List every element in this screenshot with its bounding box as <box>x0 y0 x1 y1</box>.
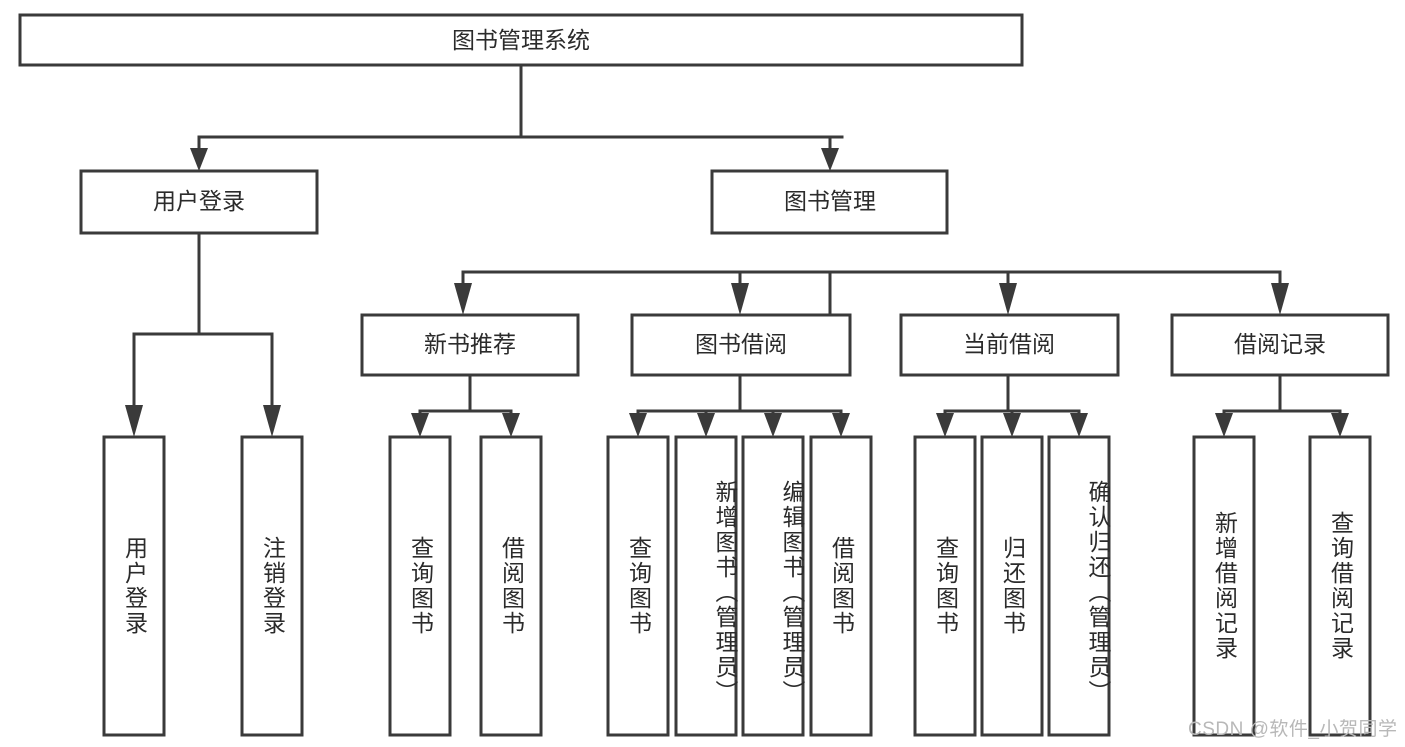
connector-group-user-login <box>125 231 281 437</box>
node-root[interactable]: 图书管理系统 <box>18 13 1024 67</box>
node-root-box[interactable] <box>18 13 1024 67</box>
node-leaf-edit-book-admin-box[interactable] <box>741 435 805 737</box>
node-root-label: 图书管理系统 <box>452 27 590 53</box>
arrow-head-leaf-add-book-admin <box>697 413 715 437</box>
arrow-head-current-borrow <box>999 283 1017 315</box>
node-book-management[interactable]: 图书管理 <box>710 169 949 235</box>
arrow-head-leaf-return-book <box>1003 413 1021 437</box>
node-leaf-borrow-book-rec-box[interactable] <box>479 435 543 737</box>
arrow-head-leaf-confirm-return-admin <box>1070 413 1088 437</box>
node-book-borrow[interactable]: 图书借阅 <box>630 313 852 377</box>
node-new-book-recommend[interactable]: 新书推荐 <box>360 313 580 377</box>
node-user-login[interactable]: 用户登录 <box>79 169 319 235</box>
arrow-head-new-book-recommend <box>454 283 472 315</box>
node-current-borrow-label: 当前借阅 <box>963 331 1055 357</box>
node-book-borrow-label: 图书借阅 <box>695 331 787 357</box>
node-leaf-query-book-current-box[interactable] <box>913 435 977 737</box>
arrow-head-leaf-query-book-current <box>936 413 954 437</box>
node-leaf-query-borrow-record-box[interactable] <box>1308 435 1372 737</box>
arrow-head-leaf-add-borrow-record <box>1215 413 1233 437</box>
node-new-book-recommend-box[interactable] <box>360 313 580 377</box>
node-leaf-user-login-box[interactable] <box>102 435 166 737</box>
connector-group-new-book-recommend <box>411 373 520 437</box>
arrow-head-leaf-query-book-rec <box>411 413 429 437</box>
arrow-head-leaf-borrow-book <box>832 413 850 437</box>
arrow-head-leaf-borrow-book-rec <box>502 413 520 437</box>
node-leaf-logout-box[interactable] <box>240 435 304 737</box>
node-leaf-borrow-book-box[interactable] <box>809 435 873 737</box>
node-borrow-record[interactable]: 借阅记录 <box>1170 313 1390 377</box>
arrow-head-book-management <box>821 148 839 171</box>
connector-group-borrow-record <box>1215 373 1349 437</box>
node-book-borrow-box[interactable] <box>630 313 852 377</box>
node-borrow-record-box[interactable] <box>1170 313 1390 377</box>
node-leaf-add-book-admin-box[interactable] <box>674 435 738 737</box>
leaf-boxes <box>102 435 1372 737</box>
node-current-borrow[interactable]: 当前借阅 <box>899 313 1120 377</box>
node-leaf-return-book-box[interactable] <box>980 435 1044 737</box>
connector-group-book-borrow <box>629 373 850 437</box>
arrow-head-leaf-logout <box>263 405 281 437</box>
node-leaf-confirm-return-admin-box[interactable] <box>1047 435 1111 737</box>
node-new-book-recommend-label: 新书推荐 <box>424 331 516 357</box>
node-leaf-query-book-rec-box[interactable] <box>388 435 452 737</box>
arrow-head-book-borrow <box>731 283 749 315</box>
arrow-head-leaf-user-login <box>125 405 143 437</box>
arrow-head-leaf-query-borrow-record <box>1331 413 1349 437</box>
arrow-head-user-login <box>190 148 208 171</box>
arrow-head-leaf-query-book-borrow <box>629 413 647 437</box>
node-leaf-add-borrow-record-box[interactable] <box>1192 435 1256 737</box>
csdn-watermark: CSDN @软件_小贺同学 <box>1188 719 1398 740</box>
arrow-head-leaf-edit-book-admin <box>764 413 782 437</box>
node-book-management-box[interactable] <box>710 169 949 235</box>
node-user-login-label: 用户登录 <box>153 188 245 214</box>
connector-group-root <box>190 63 844 171</box>
node-borrow-record-label: 借阅记录 <box>1234 331 1326 357</box>
connector-group-current-borrow <box>936 373 1088 437</box>
node-book-management-label: 图书管理 <box>784 188 876 214</box>
node-leaf-query-book-borrow-box[interactable] <box>606 435 670 737</box>
node-current-borrow-box[interactable] <box>899 313 1120 377</box>
node-user-login-box[interactable] <box>79 169 319 235</box>
arrow-head-borrow-record <box>1271 283 1289 315</box>
